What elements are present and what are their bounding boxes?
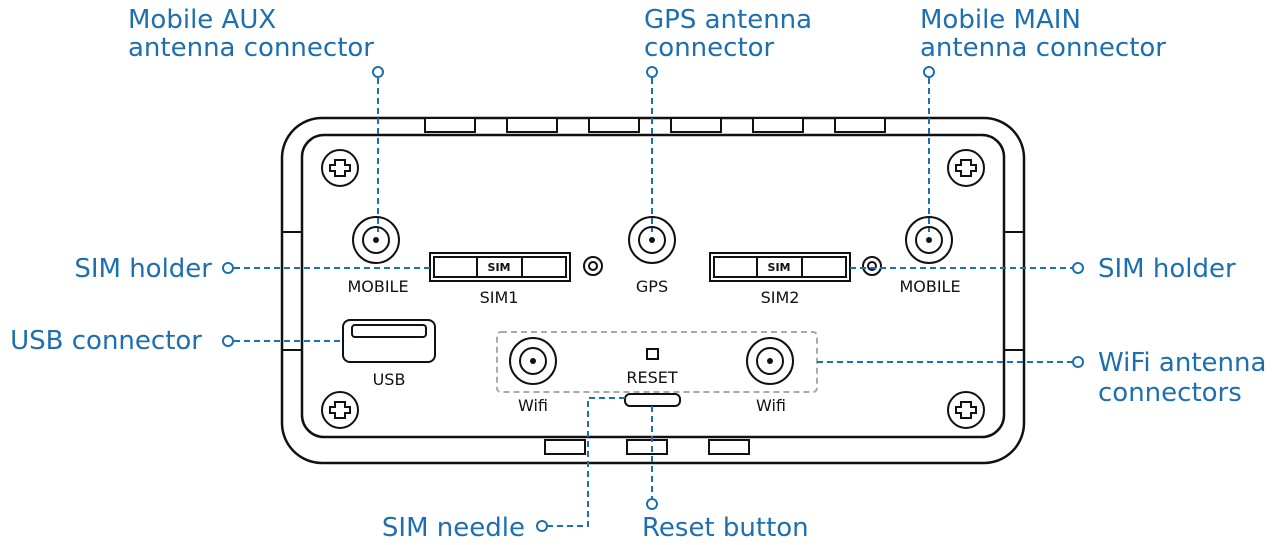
- wifi-left-antenna-connector: [509, 337, 557, 385]
- callout-gps-line2: connector: [644, 33, 775, 63]
- screw-top-left-icon: [321, 149, 359, 187]
- wifi-right-label: Wifi: [756, 396, 786, 415]
- callout-mobile-aux-line1: Mobile AUX: [128, 5, 276, 35]
- screw-top-right-icon: [947, 149, 985, 187]
- screw-bottom-left-icon: [321, 391, 359, 429]
- mobile-left-label: MOBILE: [347, 277, 408, 296]
- callout-sim-needle: SIM needle: [382, 513, 525, 543]
- callout-wifi-line1: WiFi antenna: [1098, 348, 1266, 378]
- screw-bottom-right-icon: [947, 391, 985, 429]
- reset-button: [624, 393, 681, 407]
- sim2-label: SIM2: [761, 288, 800, 307]
- top-vent-slots: [424, 117, 886, 133]
- sim-tray-left-label: SIM: [488, 261, 511, 274]
- mobile-right-label: MOBILE: [899, 277, 960, 296]
- gps-label: GPS: [636, 277, 668, 296]
- usb-label: USB: [373, 370, 406, 389]
- sim-needle-hole-left: [583, 256, 603, 276]
- sim-tray-right-label: SIM: [768, 261, 791, 274]
- wifi-left-label: Wifi: [518, 396, 548, 415]
- leader-lines: [222, 66, 1084, 532]
- reset-label: RESET: [626, 368, 677, 387]
- bottom-vent-slots: [544, 439, 750, 455]
- callout-sim-holder-right: SIM holder: [1098, 254, 1236, 284]
- wifi-right-antenna-connector: [746, 337, 794, 385]
- usb-port: [342, 319, 436, 363]
- mobile-aux-antenna-connector: [352, 216, 400, 264]
- sim2-holder: SIM: [709, 252, 851, 282]
- callout-reset-button: Reset button: [642, 513, 809, 543]
- callout-sim-holder-left: SIM holder: [74, 254, 212, 284]
- callout-mobile-main-line2: antenna connector: [920, 33, 1166, 63]
- callout-gps-line1: GPS antenna: [644, 5, 812, 35]
- gps-antenna-connector: [628, 216, 676, 264]
- mobile-main-antenna-connector: [905, 216, 953, 264]
- sim1-label: SIM1: [480, 288, 519, 307]
- callout-wifi-line2: connectors: [1098, 378, 1242, 408]
- callout-mobile-aux-line2: antenna connector: [128, 33, 374, 63]
- sim-needle-hole-right: [862, 256, 882, 276]
- reset-led-icon: [646, 348, 659, 360]
- sim1-holder: SIM: [429, 252, 571, 282]
- callout-usb-connector: USB connector: [10, 326, 202, 356]
- callout-mobile-main-line1: Mobile MAIN: [920, 5, 1081, 35]
